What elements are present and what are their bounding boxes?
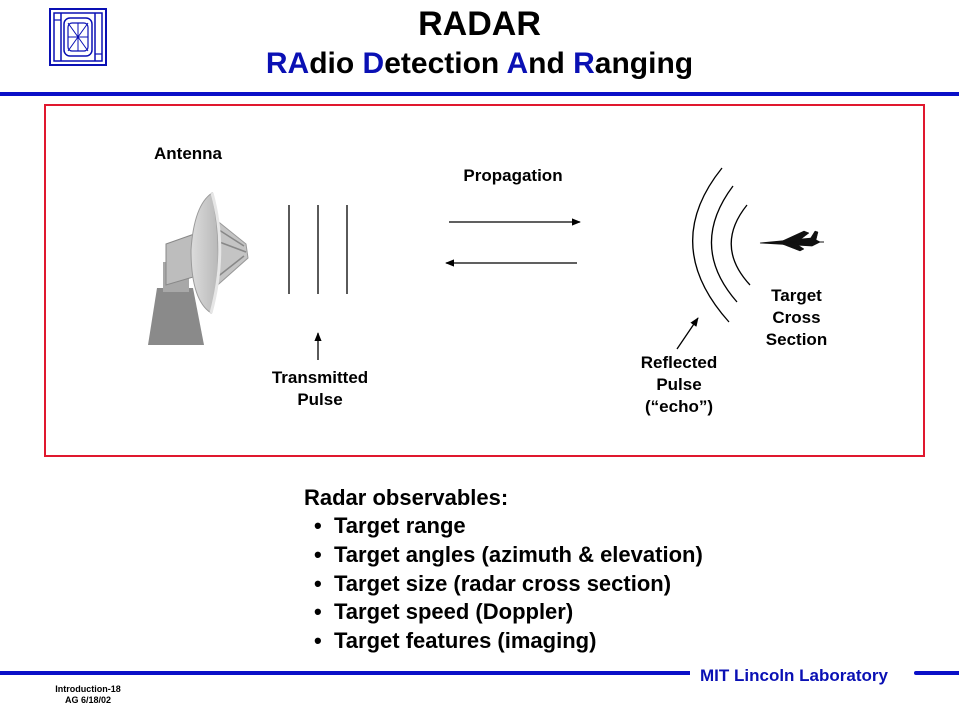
footer-divider-right	[914, 671, 959, 675]
observable-item: •Target range	[314, 512, 703, 541]
reflected-pulse-arcs	[692, 167, 751, 323]
observable-item: •Target angles (azimuth & elevation)	[314, 541, 703, 570]
reflected-label-line2: Pulse	[656, 375, 702, 394]
observable-item: •Target speed (Doppler)	[314, 598, 703, 627]
antenna-label: Antenna	[154, 144, 222, 163]
subtitle-part: etection	[384, 47, 507, 80]
jet-aircraft-icon	[759, 230, 824, 252]
observable-item: •Target size (radar cross section)	[314, 570, 703, 599]
slide-subtitle: RAdio Detection And Ranging	[0, 46, 959, 82]
subtitle-part: nd	[528, 47, 574, 80]
reflected-pointer-arrow	[676, 317, 699, 350]
slide-title: RADAR	[418, 5, 541, 43]
transmitted-pulse-label: Transmitted Pulse	[255, 367, 385, 411]
slide-footer-id: Introduction-18 AG 6/18/02	[38, 684, 138, 706]
observable-item: •Target features (imaging)	[314, 627, 703, 656]
subtitle-part: A	[506, 47, 529, 80]
slide-id: Introduction-18	[55, 684, 121, 694]
subtitle-part: RA	[265, 47, 310, 80]
target-label-line1: Target	[771, 286, 822, 305]
date-code: AG 6/18/02	[64, 695, 112, 705]
antenna-icon	[148, 192, 249, 345]
subtitle-part: dio	[309, 47, 363, 80]
bullet-icon: •	[314, 513, 322, 538]
subtitle-part: D	[362, 47, 385, 80]
subtitle-part: anging	[594, 47, 694, 80]
header-divider	[0, 92, 959, 96]
lincoln-lab-logo	[49, 8, 107, 66]
transmitted-pulse-lines	[288, 205, 348, 294]
subtitle-part: R	[573, 47, 595, 80]
reflected-label-line3: (“echo”)	[645, 397, 713, 416]
reflected-label-line1: Reflected	[640, 353, 718, 372]
reflected-pulse-label: Reflected Pulse (“echo”)	[624, 352, 734, 418]
propagation-label: Propagation	[463, 166, 563, 185]
diagram-frame	[44, 104, 925, 457]
transmitted-label-line2: Pulse	[297, 390, 343, 409]
bullet-icon: •	[314, 628, 322, 654]
target-label-line2: Cross	[772, 308, 821, 327]
bullet-icon: •	[314, 599, 322, 625]
bullet-icon: •	[314, 570, 322, 596]
target-label-line3: Section	[765, 330, 828, 349]
bullet-icon: •	[314, 541, 322, 567]
transmitted-label-line1: Transmitted	[271, 368, 369, 387]
lab-name: MIT Lincoln Laboratory	[700, 666, 888, 685]
observables-list: •Target range •Target angles (azimuth & …	[314, 512, 703, 656]
target-cross-section-label: Target Cross Section	[749, 285, 844, 351]
footer-divider-left	[0, 671, 690, 675]
observables-heading: Radar observables:	[304, 485, 509, 510]
